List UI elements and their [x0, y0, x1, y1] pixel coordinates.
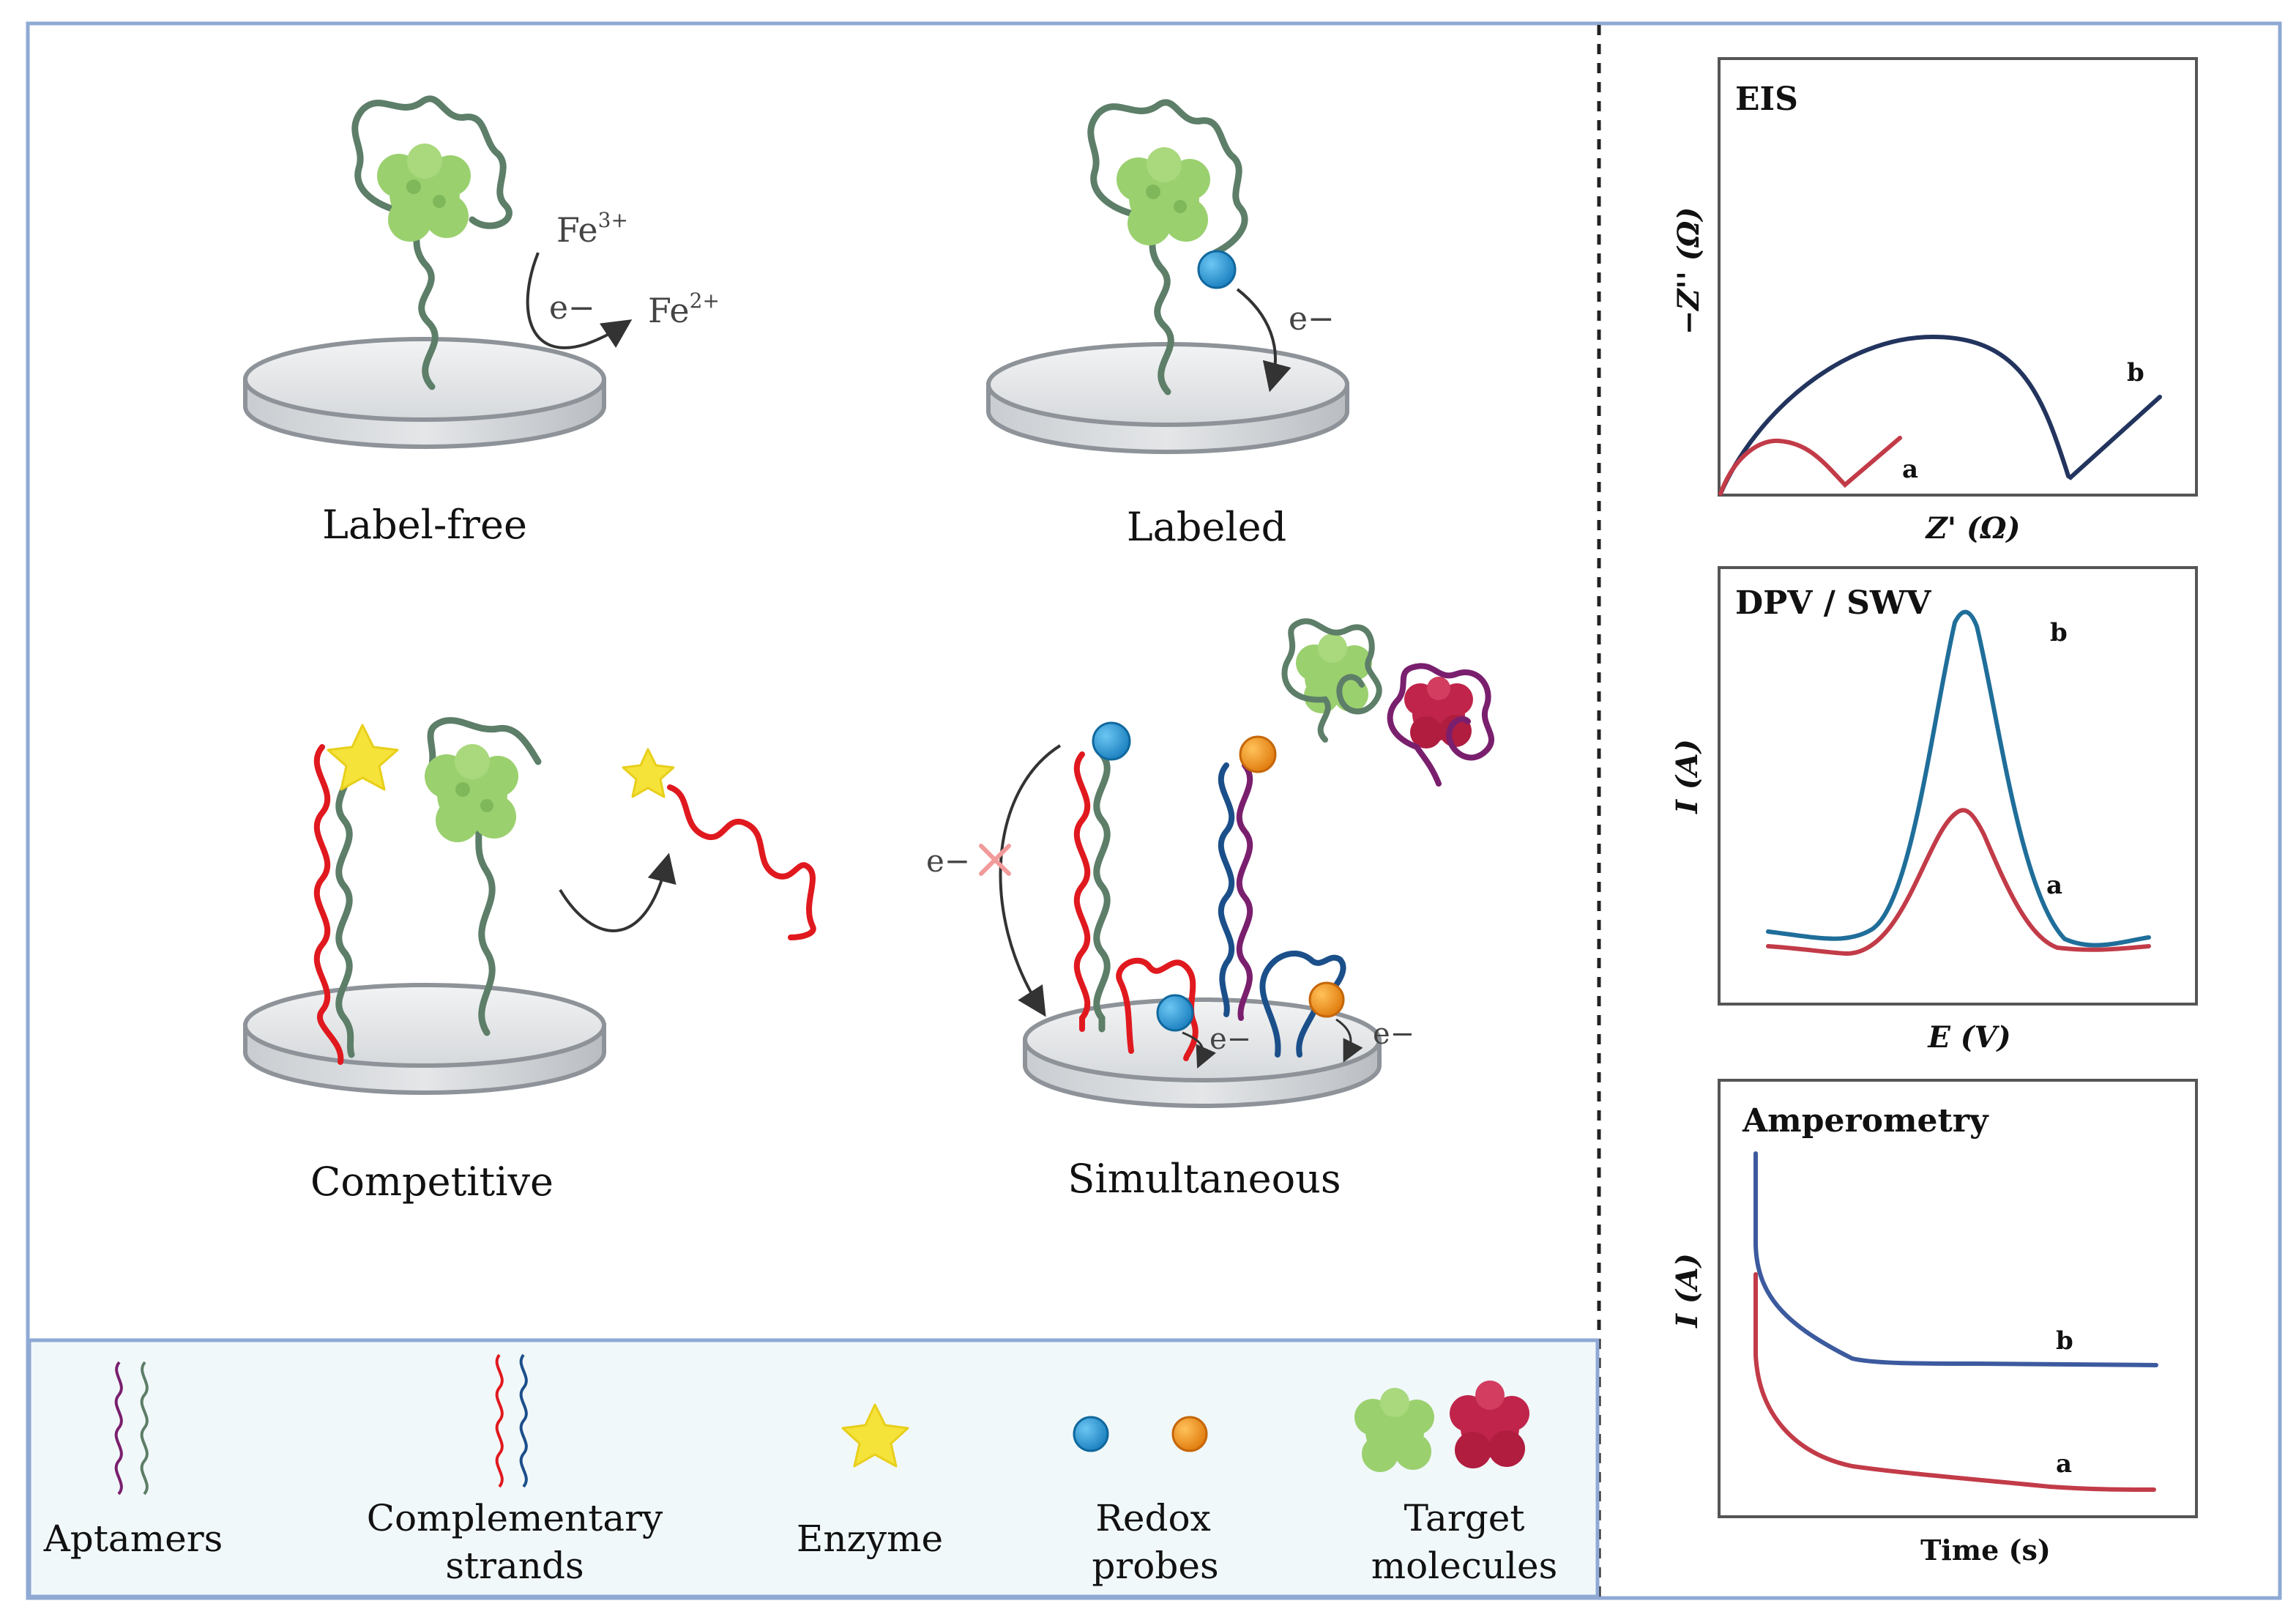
aptamer-strand-purple — [1387, 663, 1494, 787]
chart-dpv-label-a: a — [2046, 871, 2062, 900]
legend-redox-orange-icon — [1171, 1416, 1208, 1452]
legend: Aptamers Complementary strands Enzyme Re… — [43, 1353, 1558, 1587]
legend-aptamers-label: Aptamers — [43, 1517, 223, 1560]
release-arrow — [559, 852, 676, 932]
redox-probe-blue — [1156, 994, 1194, 1032]
eis-curve-a — [1718, 436, 1902, 496]
electron-transfer-arrow — [1182, 1031, 1217, 1069]
enzyme-star — [622, 748, 675, 798]
chart-dpv-frame — [1718, 566, 2198, 1006]
caption-label-free: Label-free — [322, 502, 527, 548]
electron-label: e− — [926, 843, 970, 879]
eis-curve-b — [1718, 334, 2162, 496]
target-protein-red — [1404, 677, 1473, 748]
electron-label: e− — [549, 289, 595, 327]
chart-eis-ylabel: −Z'' (Ω) — [1671, 207, 1706, 335]
target-protein-green — [1296, 633, 1372, 713]
legend-box — [27, 1338, 1600, 1599]
electron-label: e− — [1210, 1022, 1251, 1056]
aptamer-strand — [1093, 751, 1111, 1033]
chart-amp-title: Amperometry — [1742, 1102, 1989, 1140]
chart-amp-ylabel: I (A) — [1670, 1253, 1704, 1329]
chart-dpv: DPV / SWV I (A) E (V) a b — [1670, 566, 2198, 1055]
panel-competitive: Competitive — [243, 717, 816, 1205]
chart-amp-frame — [1718, 1079, 2198, 1518]
target-protein-green — [377, 144, 471, 242]
legend-probes-label: probes — [1092, 1545, 1218, 1587]
legend-target-red-icon — [1450, 1381, 1529, 1468]
panel-labeled: e− Labeled — [986, 99, 1349, 550]
chart-dpv-xlabel: E (V) — [1927, 1020, 2010, 1055]
aptamer-strand — [351, 95, 512, 390]
panel-simultaneous: e− e− e− S — [926, 618, 1494, 1202]
chart-amp-xlabel: Time (s) — [1920, 1534, 2051, 1567]
chart-eis-label-a: a — [1902, 455, 1918, 484]
electron-transfer-arrow — [1335, 1018, 1363, 1063]
chart-eis-label-b: b — [2127, 358, 2144, 387]
complementary-strand-blue — [1218, 762, 1235, 1017]
electron-label: e− — [1289, 300, 1335, 338]
electron-transfer-arrow — [1236, 288, 1292, 393]
target-protein-green — [425, 744, 518, 842]
legend-aptamers-icon — [114, 1361, 149, 1495]
legend-enzyme-label: Enzyme — [797, 1517, 943, 1560]
electrode-disc — [243, 337, 606, 449]
complementary-strand-red — [313, 744, 344, 1065]
chart-amp: Amperometry I (A) Time (s) a b — [1670, 1079, 2198, 1567]
amp-curve-a — [1753, 1272, 2156, 1492]
chart-amp-label-a: a — [2056, 1449, 2072, 1479]
redox-probe-blue — [1197, 250, 1237, 289]
amp-curve-b — [1753, 1151, 2158, 1367]
panel-label-free: Fe3+ e− Fe2+ Label-free — [243, 95, 720, 548]
chart-eis-xlabel: Z' (Ω) — [1925, 511, 2021, 546]
legend-target-green-icon — [1354, 1388, 1434, 1472]
redox-probe-orange — [1308, 981, 1345, 1018]
redox-probe-blue — [1092, 721, 1131, 761]
electron-label: e− — [1373, 1017, 1414, 1051]
aptamer-strand — [1281, 618, 1382, 743]
fe2-label: Fe2+ — [648, 289, 720, 330]
legend-redox-blue-icon — [1073, 1416, 1109, 1452]
chart-eis-frame — [1718, 57, 2198, 497]
aptamer-strand-purple — [1236, 762, 1253, 1021]
electrode-disc — [243, 983, 606, 1095]
legend-redox-label: Redox — [1095, 1497, 1211, 1539]
legend-complementary-icon — [495, 1353, 528, 1488]
chart-dpv-title: DPV / SWV — [1735, 584, 1931, 622]
caption-labeled: Labeled — [1127, 504, 1286, 550]
chart-eis: EIS −Z'' (Ω) Z' (Ω) a b — [1671, 57, 2198, 546]
enzyme-star — [327, 724, 399, 791]
legend-molecules-label: molecules — [1371, 1545, 1558, 1587]
target-protein-green — [1117, 147, 1210, 245]
complementary-strand-red — [1073, 751, 1091, 1032]
legend-enzyme-icon — [841, 1403, 909, 1468]
electrode-disc — [1023, 997, 1382, 1108]
aptamer-strand — [335, 751, 355, 1058]
dpv-curve-a — [1766, 808, 2151, 956]
aptamer-strand — [1087, 99, 1248, 395]
legend-complementary-label: Complementary — [367, 1497, 663, 1539]
chart-dpv-label-b: b — [2050, 618, 2068, 647]
caption-competitive: Competitive — [310, 1159, 554, 1205]
chart-eis-title: EIS — [1735, 81, 1798, 118]
legend-target-label: Target — [1404, 1497, 1525, 1539]
dpv-curve-b — [1766, 609, 2151, 948]
released-complementary-strand — [667, 784, 816, 940]
redox-probe-orange — [1239, 735, 1277, 773]
complementary-strand-red — [1116, 957, 1199, 1061]
fe3-label: Fe3+ — [556, 208, 628, 250]
chart-dpv-ylabel: I (A) — [1670, 739, 1704, 814]
blocked-cross-icon — [979, 844, 1011, 876]
electron-transfer-arrow — [526, 252, 633, 349]
caption-simultaneous: Simultaneous — [1067, 1156, 1341, 1202]
blocked-electron-arrow — [999, 744, 1062, 1017]
chart-amp-label-b: b — [2056, 1326, 2073, 1356]
legend-strands-label: strands — [445, 1545, 584, 1587]
